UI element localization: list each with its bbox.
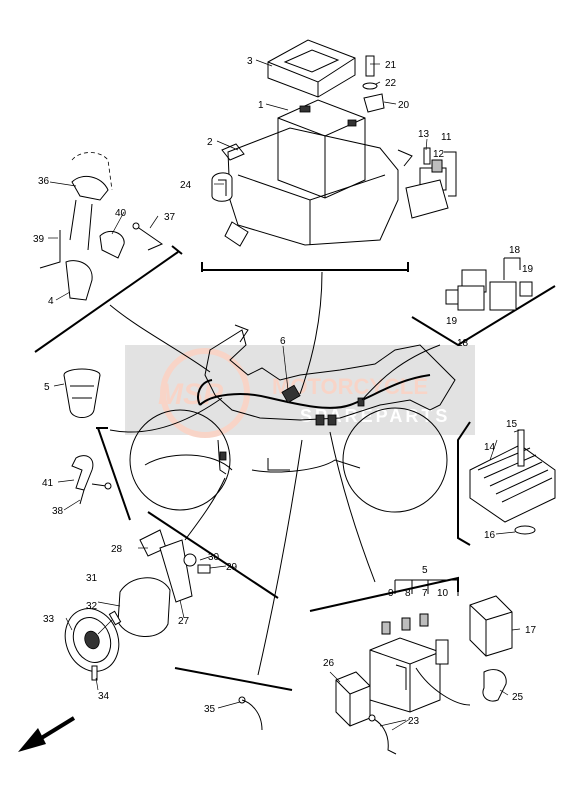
label-23: 23 [408,716,420,727]
battery-bolt [362,55,385,113]
fuse-box [369,579,471,713]
flasher-relay [469,595,513,657]
label-37: 37 [164,212,176,223]
label-28: 28 [111,544,123,555]
label-39: 39 [33,234,45,245]
label-7: 7 [422,588,428,599]
separator-lines [34,245,556,691]
label-32: 32 [86,601,98,612]
relays [445,257,533,311]
label-10: 10 [437,588,449,599]
label-40: 40 [115,208,127,219]
watermark: MSP MOTORCYCLE SPAREPARTS [125,345,475,438]
watermark-logo: MSP [158,378,224,411]
label-29: 29 [226,562,238,573]
label-5-coil: 5 [44,382,50,393]
front-direction-arrow-icon [18,716,76,752]
frame-sensor [217,439,227,475]
label-15: 15 [506,419,518,430]
label-38: 38 [52,506,64,517]
label-25: 25 [512,692,524,703]
relay-26 [335,671,371,727]
horn [64,577,171,681]
label-21: 21 [385,60,397,71]
label-1: 1 [258,100,264,111]
label-41: 41 [42,478,54,489]
label-35: 35 [204,704,216,715]
label-3: 3 [247,56,253,67]
label-18-top: 18 [509,245,521,256]
rectifier-regulator [469,429,556,535]
label-26: 26 [323,658,335,669]
pointer-lines [109,271,441,676]
label-27: 27 [178,616,190,627]
watermark-sub: SPAREPARTS [300,406,450,426]
label-22: 22 [385,78,397,89]
label-24: 24 [180,180,192,191]
upper-left-parts [39,152,164,301]
battery-tray [221,127,413,247]
ignition-coil [63,368,101,418]
leader-lines [48,59,521,731]
label-9: 9 [388,588,394,599]
motorcycle-outline [129,324,456,513]
label-18-bottom: 18 [457,338,469,349]
label-13: 13 [418,129,430,140]
label-5-fuse: 5 [422,565,428,576]
label-12: 12 [433,149,445,160]
lead-23 [368,714,397,755]
label-4: 4 [48,296,54,307]
hose-41 [71,455,112,505]
horn-bracket [139,529,211,603]
lead-35 [238,696,263,731]
label-14: 14 [484,442,496,453]
label-19-right: 19 [522,264,534,275]
starter-relay [405,147,457,219]
label-33: 33 [43,614,55,625]
label-20: 20 [398,100,410,111]
battery-cover [267,39,356,98]
label-34: 34 [98,691,110,702]
label-31: 31 [86,573,98,584]
label-19-left: 19 [446,316,458,327]
label-36: 36 [38,176,50,187]
part-number-labels: 1 2 3 4 5 5 6 7 8 9 10 11 12 13 14 15 16… [33,56,537,727]
battery-band [211,172,233,202]
label-2: 2 [207,137,213,148]
label-8: 8 [405,588,411,599]
label-11: 11 [441,132,452,143]
label-17: 17 [525,625,537,636]
label-16: 16 [484,530,496,541]
label-30: 30 [208,552,220,563]
clip-25 [482,669,507,702]
label-6: 6 [280,336,286,347]
watermark-logo-ring [160,348,250,438]
battery [277,99,366,199]
wire-harness [197,374,431,426]
